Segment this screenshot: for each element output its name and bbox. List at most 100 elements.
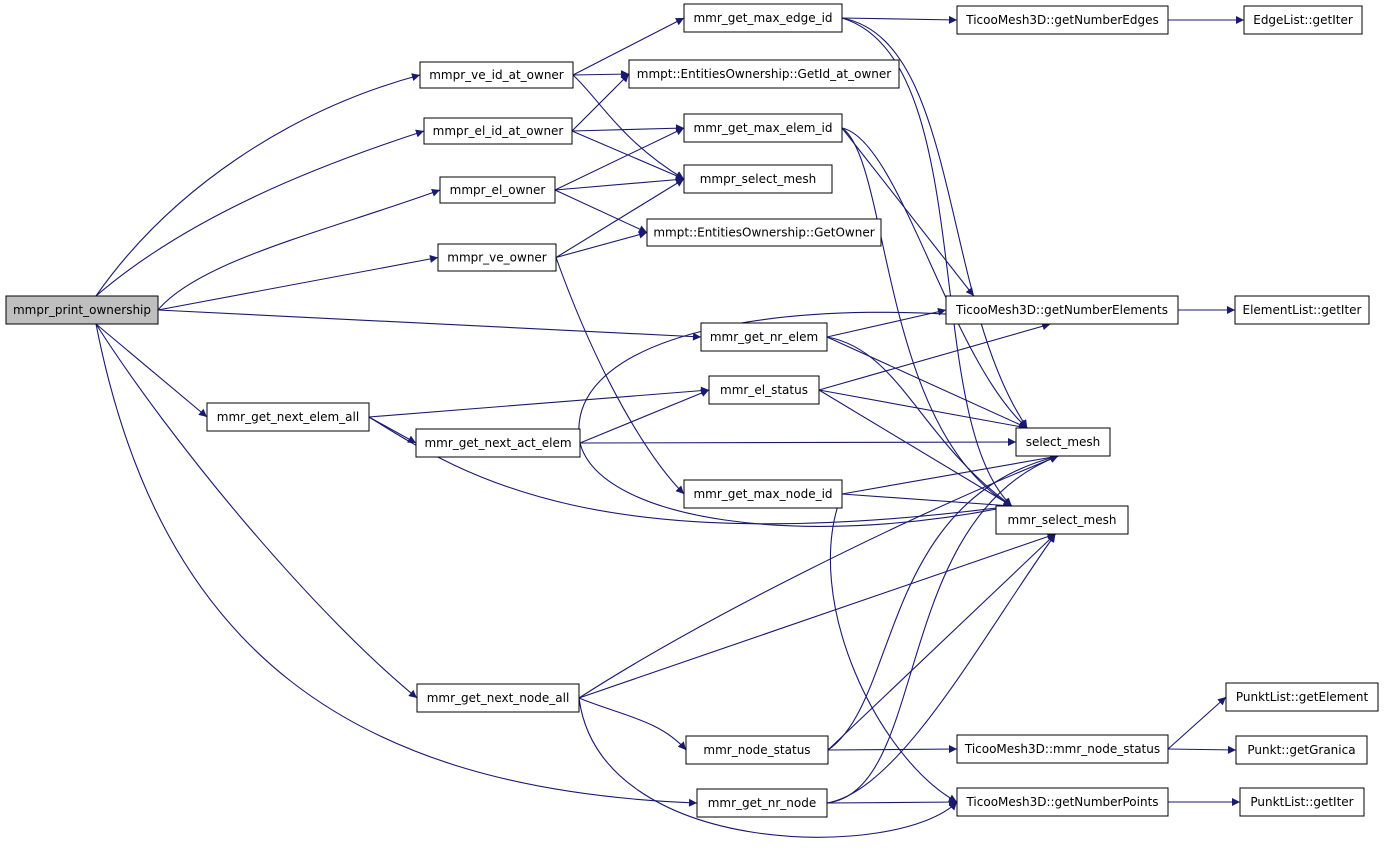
node-box: [956, 734, 1169, 764]
edge-get-next-node-all-to-tm-getnumberpoints: [578, 697, 958, 838]
node-edgelist-getiter[interactable]: EdgeList::getIter: [1243, 5, 1363, 35]
node-get-max-elem-id[interactable]: mmr_get_max_elem_id: [683, 113, 843, 143]
node-box: [700, 322, 828, 352]
node-box: [696, 788, 828, 818]
node-elementlist-getiter[interactable]: ElementList::getIter: [1234, 295, 1370, 325]
node-el-owner[interactable]: mmpr_el_owner: [439, 176, 556, 204]
edge-get-next-node-all-to-select-mesh: [578, 455, 1059, 699]
edge-get-next-node-all-to-node-status: [578, 697, 687, 751]
edge-print-ownership-to-ve-id-at-owner: [95, 73, 421, 297]
edge-ve-id-at-owner-to-get-max-edge-id: [572, 17, 685, 76]
node-ve-owner[interactable]: mmpr_ve_owner: [437, 243, 557, 272]
edge-ve-owner-to-getowner: [555, 230, 648, 259]
node-label: mmr_get_next_elem_all: [217, 410, 359, 424]
edge-get-max-edge-id-to-select-mesh: [841, 17, 1028, 429]
node-getowner[interactable]: mmpt::EntitiesOwnership::GetOwner: [646, 218, 882, 247]
node-tm-getnumberpoints[interactable]: TicooMesh3D::getNumberPoints: [956, 787, 1169, 817]
node-box: [708, 375, 820, 405]
node-punktlist-getiter[interactable]: PunktList::getIter: [1239, 787, 1365, 817]
node-getid-at-owner[interactable]: mmpt::EntitiesOwnership::GetId_at_owner: [628, 59, 900, 89]
node-box: [995, 505, 1129, 535]
node-punktlist-getelement[interactable]: PunktList::getElement: [1225, 682, 1379, 712]
node-box: [5, 295, 159, 325]
edge-ve-owner-to-get-max-node-id: [555, 257, 685, 495]
node-get-max-node-id[interactable]: mmr_get_max_node_id: [683, 479, 843, 509]
edge-get-nr-node-to-tm-getnumberpoints: [826, 798, 958, 807]
edge-get-max-edge-id-to-tm-getnumberedges: [841, 15, 958, 24]
node-box: [1015, 427, 1111, 457]
node-box: [646, 218, 882, 247]
node-box: [206, 402, 370, 432]
edge-get-next-elem-all-to-mmr-select-mesh: [368, 416, 1012, 525]
node-box: [628, 59, 900, 89]
edge-get-nr-elem-to-tm-getnumberelements: [826, 307, 947, 338]
node-el-status[interactable]: mmr_el_status: [708, 375, 820, 405]
edge-el-id-at-owner-to-get-max-elem-id: [571, 124, 685, 133]
node-box: [1225, 682, 1379, 712]
node-tm-getnumberedges[interactable]: TicooMesh3D::getNumberEdges: [956, 5, 1169, 35]
node-box: [439, 176, 556, 204]
edge-node-status-to-tm-mmr-node-status: [827, 745, 958, 754]
edge-get-nr-elem-to-mmr-select-mesh: [826, 336, 1013, 507]
edge-ve-owner-to-mmpr-select-mesh: [555, 178, 685, 258]
node-punkt-getgranica[interactable]: Punkt::getGranica: [1235, 735, 1368, 765]
edge-get-next-node-all-to-mmr-select-mesh: [578, 532, 1056, 699]
node-get-max-edge-id[interactable]: mmr_get_max_edge_id: [683, 3, 843, 33]
node-box: [416, 683, 580, 713]
node-ve-id-at-owner[interactable]: mmpr_ve_id_at_owner: [419, 61, 574, 89]
node-print-ownership[interactable]: mmpr_print_ownership: [5, 295, 159, 325]
node-box: [683, 164, 833, 194]
node-get-next-node-all[interactable]: mmr_get_next_node_all: [416, 683, 580, 713]
node-label: mmr_get_nr_node: [708, 796, 817, 810]
node-label: mmpt::EntitiesOwnership::GetOwner: [653, 226, 874, 240]
edge-get-max-elem-id-to-select-mesh: [841, 127, 1028, 429]
nodes-layer: mmpr_print_ownershipmmpr_ve_id_at_ownerm…: [5, 3, 1379, 818]
node-get-nr-node[interactable]: mmr_get_nr_node: [696, 788, 828, 818]
node-label: select_mesh: [1026, 435, 1101, 449]
edge-print-ownership-to-ve-owner: [157, 255, 439, 311]
node-mmr-select-mesh[interactable]: mmr_select_mesh: [995, 505, 1129, 535]
node-label: mmr_node_status: [703, 743, 810, 757]
edge-el-status-to-tm-getnumberelements: [818, 322, 1051, 391]
node-get-next-act-elem[interactable]: mmr_get_next_act_elem: [415, 428, 581, 458]
node-tm-getnumberelements[interactable]: TicooMesh3D::getNumberElements: [945, 295, 1179, 325]
node-label: mmpr_ve_owner: [447, 251, 547, 265]
node-box: [419, 61, 574, 89]
node-tm-mmr-node-status[interactable]: TicooMesh3D::mmr_node_status: [956, 734, 1169, 764]
node-box: [683, 479, 843, 509]
edge-tm-mmr-node-status-to-punkt-getgranica: [1167, 745, 1237, 754]
edge-get-max-node-id-to-mmr-select-mesh: [841, 493, 1012, 510]
edge-get-max-edge-id-to-mmr-select-mesh: [841, 17, 1013, 507]
node-box: [945, 295, 1179, 325]
node-label: EdgeList::getIter: [1253, 13, 1353, 27]
node-get-nr-elem[interactable]: mmr_get_nr_elem: [700, 322, 828, 352]
node-label: TicooMesh3D::getNumberEdges: [965, 13, 1159, 27]
node-label: mmr_get_max_edge_id: [693, 11, 832, 25]
edge-node-status-to-select-mesh: [827, 454, 1059, 751]
edge-get-nr-node-to-mmr-select-mesh: [826, 533, 1056, 804]
edge-ve-id-at-owner-to-getid-at-owner: [572, 70, 630, 79]
node-label: TicooMesh3D::getNumberElements: [955, 303, 1168, 317]
node-label: mmpr_el_id_at_owner: [433, 124, 564, 138]
edge-get-next-act-elem-to-mmr-select-mesh: [579, 442, 1012, 527]
node-label: mmpr_select_mesh: [700, 172, 817, 186]
edge-el-owner-to-mmpr-select-mesh: [554, 175, 685, 191]
node-label: mmr_get_next_act_elem: [424, 436, 571, 450]
edge-el-status-to-mmr-select-mesh: [818, 389, 1013, 507]
node-mmpr-select-mesh[interactable]: mmpr_select_mesh: [683, 164, 833, 194]
edge-print-ownership-to-get-nr-elem: [157, 309, 702, 341]
edge-get-next-act-elem-to-el-status: [579, 389, 710, 444]
node-select-mesh[interactable]: select_mesh: [1015, 427, 1111, 457]
node-label: mmr_get_next_node_all: [427, 691, 570, 705]
node-box: [685, 735, 829, 765]
node-label: mmr_get_max_elem_id: [694, 121, 833, 135]
edge-get-next-act-elem-to-select-mesh: [579, 438, 1017, 447]
node-el-id-at-owner[interactable]: mmpr_el_id_at_owner: [423, 117, 573, 145]
edge-get-next-elem-all-to-el-status: [368, 386, 710, 418]
node-box: [1234, 295, 1370, 325]
edge-el-owner-to-get-max-elem-id: [554, 127, 685, 191]
node-get-next-elem-all[interactable]: mmr_get_next_elem_all: [206, 402, 370, 432]
node-node-status[interactable]: mmr_node_status: [685, 735, 829, 765]
node-box: [683, 3, 843, 33]
